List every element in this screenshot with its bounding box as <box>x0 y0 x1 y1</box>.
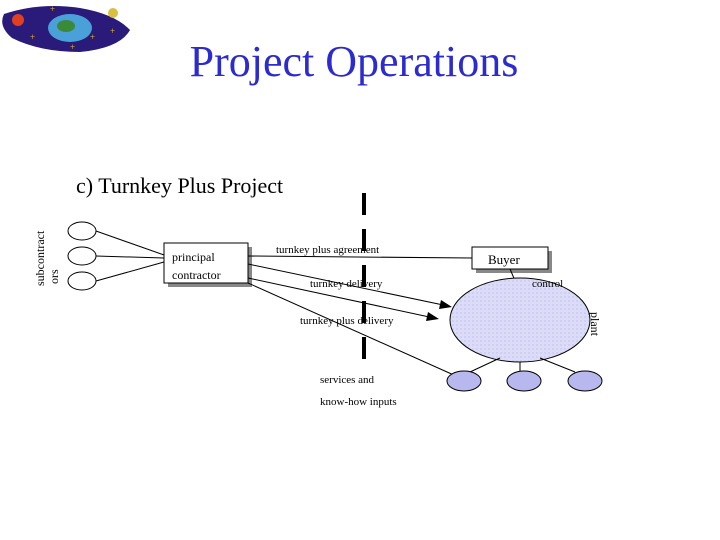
services-label-line1: services and <box>320 374 375 386</box>
subcontractor-oval-2 <box>67 246 97 266</box>
svg-text:+: + <box>50 4 55 14</box>
input-circle-2 <box>506 370 542 392</box>
principal-label: principal <box>172 250 215 264</box>
svg-text:+: + <box>90 32 95 42</box>
turnkey-plus-agreement-label: turnkey plus agreement <box>276 244 380 256</box>
subcontractors-label-line1: subcontract <box>33 230 47 286</box>
services-label-line2: know-how inputs <box>320 396 397 408</box>
subcontractor-oval-3 <box>67 271 97 291</box>
control-label: control <box>532 278 564 290</box>
input-circle-1 <box>446 370 482 392</box>
buyer-label: Buyer <box>488 252 520 267</box>
input-circle-3 <box>567 370 603 392</box>
globe-logo-icon: + + + + + <box>2 4 131 52</box>
contractor-label: contractor <box>172 268 221 282</box>
subcontractor-oval-1 <box>67 221 97 241</box>
turnkey-plus-delivery-label: turnkey plus delivery <box>300 315 394 327</box>
plant-label: plant <box>588 312 602 336</box>
page-title: Project Operations <box>189 37 519 86</box>
principal-contractor-box <box>163 242 249 284</box>
svg-text:+: + <box>30 32 35 42</box>
svg-text:+: + <box>70 42 75 52</box>
svg-text:+: + <box>110 26 115 36</box>
section-subtitle: c) Turnkey Plus Project <box>76 173 284 198</box>
turnkey-delivery-label: turnkey delivery <box>310 278 383 290</box>
plant-circle <box>449 277 591 363</box>
subcontractors-label-line2: ors <box>47 269 61 284</box>
